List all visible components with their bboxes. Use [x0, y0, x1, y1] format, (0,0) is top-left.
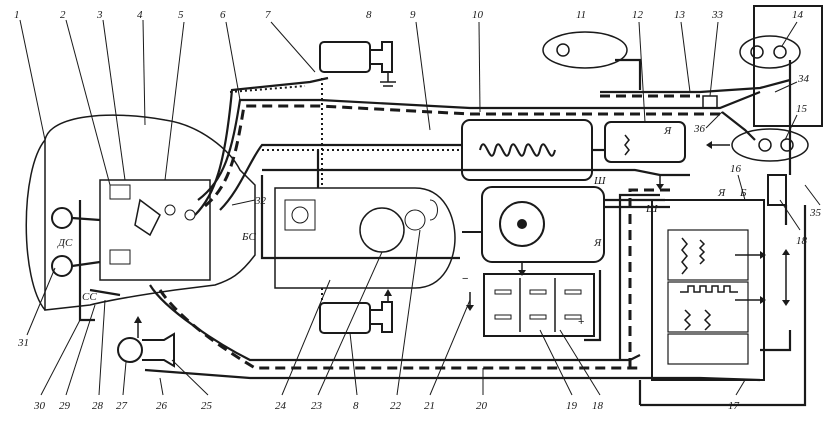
callout-35: 35	[809, 207, 822, 219]
callout-8-top: 8	[366, 9, 372, 21]
callout-12: 12	[632, 9, 644, 21]
relay-regulator-box	[651, 199, 766, 381]
callout-13: 13	[674, 9, 686, 21]
headlamp-panel-outline	[25, 114, 256, 311]
callout-20: 20	[476, 400, 488, 412]
callout-labels: 1 2 3 4 5 6 7 8 9 10 11 12 13 33 14 34 1…	[14, 9, 822, 412]
callout-8-bottom: 8	[353, 400, 359, 412]
callout-6: 6	[220, 9, 226, 21]
terminal-marks: ДС СС БС Я Ш Я Я Ш Б + −	[57, 125, 747, 328]
callout-24: 24	[275, 400, 287, 412]
callout-3: 3	[96, 9, 103, 21]
callout-5: 5	[178, 9, 184, 21]
instrument-cluster	[274, 187, 456, 289]
callout-32: 32	[254, 195, 267, 207]
callout-18: 18	[592, 400, 604, 412]
wiring-harness	[71, 58, 807, 407]
callout-18-right: 18	[796, 235, 808, 247]
terminal-ya-reg: Я	[717, 187, 726, 199]
callout-7: 7	[265, 9, 271, 21]
callout-21: 21	[424, 400, 435, 412]
callout-2: 2	[60, 9, 66, 21]
light-switch	[99, 179, 211, 281]
terminal-bs: БС	[241, 231, 256, 243]
lamp-15	[706, 128, 809, 162]
terminal-ya-relay: Я	[663, 125, 672, 137]
terminal-ya-gen: Я	[593, 237, 602, 249]
right-lamp-box	[753, 5, 823, 127]
callout-11: 11	[576, 9, 586, 21]
callout-36: 36	[693, 123, 706, 135]
callout-19: 19	[566, 400, 578, 412]
callout-4: 4	[137, 9, 143, 21]
oil-pressure-sensor-top	[319, 41, 396, 87]
callout-31: 31	[17, 337, 29, 349]
battery-minus: −	[462, 273, 468, 285]
callout-14: 14	[792, 9, 804, 21]
callout-34: 34	[797, 73, 810, 85]
battery-19	[483, 273, 595, 337]
fuse-18	[767, 174, 787, 206]
callout-17: 17	[728, 400, 740, 412]
terminal-dc: ДС	[57, 237, 73, 249]
oil-pressure-sensor-bottom	[319, 289, 393, 334]
callout-33: 33	[711, 9, 724, 21]
leader-lines	[19, 19, 821, 396]
callout-27: 27	[116, 400, 128, 412]
callout-29: 29	[59, 400, 71, 412]
callout-26: 26	[156, 400, 168, 412]
callout-22: 22	[390, 400, 402, 412]
battery-plus: +	[578, 316, 584, 328]
terminal-cc: СС	[82, 291, 97, 303]
generator-16	[462, 186, 605, 263]
plug-33	[702, 95, 718, 109]
callout-10: 10	[472, 9, 484, 21]
callout-1: 1	[14, 9, 20, 21]
starter-relay-12	[604, 121, 686, 163]
callout-16: 16	[730, 163, 742, 175]
terminal-sh-reg: Ш	[645, 203, 658, 215]
callout-25: 25	[201, 400, 213, 412]
callout-30: 30	[33, 400, 46, 412]
callout-9: 9	[410, 9, 416, 21]
callout-28: 28	[92, 400, 104, 412]
lamp-14	[739, 35, 801, 69]
terminal-sh-gen: Ш	[593, 175, 606, 187]
callout-15: 15	[796, 103, 808, 115]
horn-27	[117, 316, 175, 368]
lamp-11	[542, 31, 628, 69]
callout-23: 23	[311, 400, 323, 412]
